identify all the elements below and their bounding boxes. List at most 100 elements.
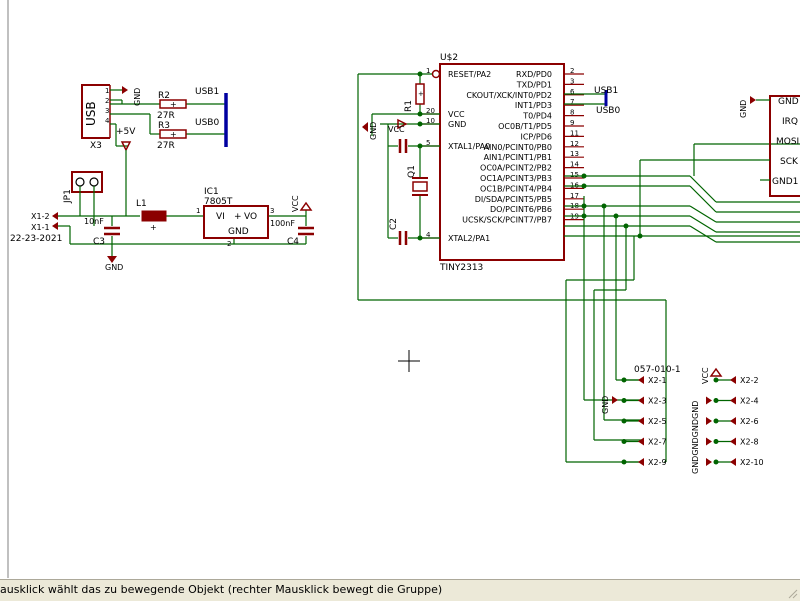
svg-text:100nF: 100nF (270, 219, 295, 228)
mcu-junctions (417, 71, 423, 241)
svg-text:C4: C4 (287, 237, 299, 247)
svg-text:GND: GND (105, 263, 123, 272)
svg-text:10nF: 10nF (84, 217, 104, 226)
header-x2-pin-x2-3[interactable]: X2-3 (621, 396, 667, 406)
mcu-pin-label: RESET/PA2 (448, 70, 491, 79)
svg-text:GND: GND (778, 97, 799, 107)
header-x2-pin-x2-6[interactable]: X2-6 (706, 417, 759, 426)
resize-grip-icon[interactable] (786, 587, 798, 599)
capacitor-c3[interactable]: 10nF C3 (84, 217, 120, 247)
mcu-name: U$2 (440, 53, 458, 63)
header-x2-pin-label: X2-6 (740, 417, 759, 426)
mcu-pin-label: AIN1/PCINT1/PB1 (484, 153, 552, 162)
mcu-pin-number: 4 (426, 231, 431, 239)
mcu-usb-nets (564, 93, 606, 105)
header-x2-pin-x2-4[interactable]: X2-4 (706, 396, 759, 406)
capacitor-c2[interactable]: C2 (389, 218, 408, 245)
svg-text:VI: VI (216, 212, 225, 222)
header-x2-pin-x2-8[interactable]: X2-8 (706, 437, 759, 447)
crystal-q1[interactable]: Q1 (407, 165, 428, 196)
svg-text:GND: GND (133, 88, 142, 106)
svg-text:2: 2 (227, 240, 231, 248)
svg-text:C2: C2 (389, 218, 399, 230)
header-x2-left-pins: X2-1X2-3X2-5X2-7X2-9 (621, 376, 667, 467)
mcu-pin-number: 14 (570, 161, 579, 169)
header-x2-pin-x2-2[interactable]: X2-2 (713, 376, 759, 385)
svg-text:L1: L1 (136, 199, 147, 209)
regulator-ic1[interactable]: IC1 7805T VI + VO GND 1 3 2 (196, 187, 274, 248)
mcu-pin-3[interactable]: TXD/PD1 3 (516, 77, 584, 89)
net-label-usb0: USB0 (195, 118, 219, 128)
svg-text:VCC: VCC (291, 195, 300, 212)
resistor-r1[interactable]: + R1 (404, 83, 425, 112)
mcu-pin-number: 3 (570, 77, 574, 85)
mcu-left-nets (357, 73, 666, 301)
mcu-pin-number: 10 (426, 117, 435, 125)
header-x2-pin-x2-5[interactable]: X2-5 (621, 417, 667, 426)
header-x2-pin-x2-10[interactable]: X2-10 (706, 458, 764, 467)
mcu-pin-6[interactable]: CKOUT/XCK/INT0/PD2 6 (466, 88, 584, 100)
svg-text:R2: R2 (158, 91, 170, 101)
svg-text:MOSI: MOSI (776, 137, 799, 147)
crosshair-icon (398, 350, 420, 372)
mcu-pin-number: 15 (570, 171, 579, 179)
header-x2-pin-x2-7[interactable]: X2-7 (621, 437, 667, 447)
mcu-pin-9[interactable]: OC0B/T1/PD5 9 (498, 119, 584, 131)
header-x2-pin-label: X2-4 (740, 397, 759, 406)
inductor-l1[interactable]: L1 + (136, 199, 167, 232)
header-x2-pin-label: X2-5 (648, 417, 667, 426)
svg-text:+: + (234, 212, 242, 222)
mcu-pin-label: TXD/PD1 (516, 80, 552, 89)
mcu-pin-number: 7 (570, 98, 574, 106)
mcu-part: TINY2313 (439, 263, 483, 273)
svg-text:27R: 27R (157, 141, 175, 151)
svg-text:R1: R1 (404, 100, 414, 112)
mcu-pin-label: DO/PCINT6/PB6 (490, 205, 552, 214)
jumper-jp1[interactable]: JP1 (63, 171, 103, 204)
gnd-symbol-bottom: GND (105, 256, 123, 272)
header-x2-pin-x2-9[interactable]: X2-9 (621, 458, 667, 467)
mcu-pin-1[interactable]: RESET/PA2 1 (426, 67, 491, 79)
usb-connector-x3[interactable]: USB X3 1 2 3 4 (81, 84, 111, 151)
svg-text:VCC: VCC (701, 367, 710, 384)
header-x2-pin-label: X2-10 (740, 458, 764, 467)
mcu-pin-label: RXD/PD0 (516, 70, 552, 79)
mcu-pin-label: CKOUT/XCK/INT0/PD2 (466, 91, 552, 100)
svg-text:+: + (418, 90, 424, 98)
svg-text:X1-1: X1-1 (31, 223, 50, 232)
svg-text:Q1: Q1 (407, 165, 417, 178)
mcu-pin-label: OC0B/T1/PD5 (498, 122, 552, 131)
usb-connector-name: X3 (90, 141, 102, 151)
capacitor-c1[interactable] (398, 139, 408, 153)
mcu-pin-number: 9 (570, 119, 574, 127)
mcu-pin-number: 6 (570, 88, 575, 96)
resistor-r3[interactable]: + R3 27R (157, 121, 187, 151)
schematic-canvas[interactable]: USB X3 1 2 3 4 GND +5V + R2 27R + R (0, 0, 800, 578)
mcu-pin-number: 13 (570, 150, 579, 158)
schematic-drawing[interactable]: USB X3 1 2 3 4 GND +5V + R2 27R + R (0, 0, 800, 578)
right-edge-connector[interactable]: GND GND IRQ MOSI SCK GND1 (739, 95, 800, 197)
mcu-pin-13[interactable]: AIN1/PCINT1/PB1 13 (484, 150, 584, 162)
mcu-pin-number: 1 (426, 67, 430, 75)
svg-text:GND: GND (369, 122, 378, 140)
usb-pin-2: 2 (105, 97, 109, 105)
resistor-r2[interactable]: + R2 27R (157, 91, 187, 121)
mcu-pin-label: XTAL2/PA1 (448, 234, 490, 243)
header-x2[interactable]: 057-010-1 X2-1X2-3X2-5X2-7X2-9 X2-2X2-4X… (601, 365, 764, 474)
header-x2-pin-x2-1[interactable]: X2-1 (621, 376, 667, 385)
mcu-pin-label: DI/SDA/PCINT5/PB5 (475, 195, 552, 204)
svg-text:27R: 27R (157, 111, 175, 121)
svg-text:GND: GND (228, 227, 249, 237)
capacitor-c4[interactable]: 100nF C4 VCC (270, 195, 314, 247)
usb-pin-3: 3 (105, 107, 109, 115)
